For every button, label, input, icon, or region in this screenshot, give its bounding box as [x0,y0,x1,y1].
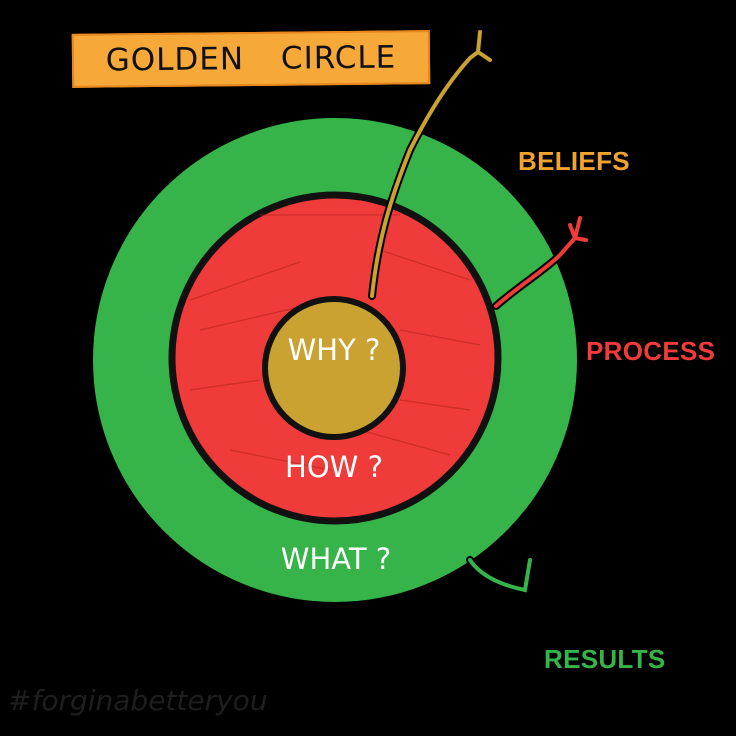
title-box: GOLDEN CIRCLE [71,30,431,88]
why-circle [262,296,406,440]
what-label: WHAT ? [280,542,392,576]
process-arrow-fill [494,216,588,308]
how-label: HOW ? [285,450,383,484]
process-label: PROCESS [586,336,716,366]
results-label: RESULTS [544,644,666,674]
beliefs-arrow-fill [370,30,492,298]
results-arrow [466,556,534,595]
beliefs-label: BELIEFS [518,146,630,176]
diagram-title: GOLDEN CIRCLE [105,39,397,79]
results-arrow-fill [468,558,532,593]
why-label: WHY ? [287,333,381,367]
watermark: #forginabetteryou [8,684,268,717]
how-ring-hatching [189,214,481,471]
